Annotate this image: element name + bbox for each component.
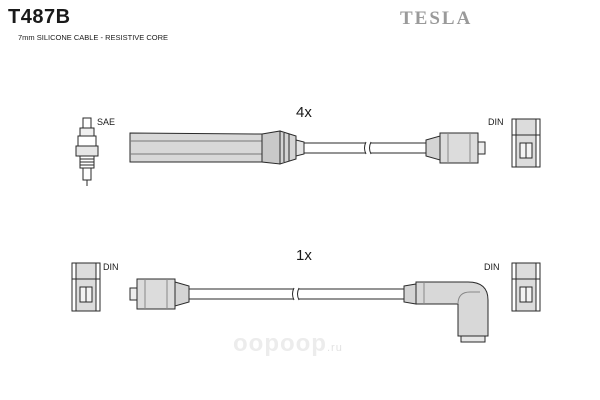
- terminal-label: DIN: [484, 262, 500, 272]
- watermark-name: oopoop: [233, 330, 327, 357]
- din-straight-boot: [129, 278, 190, 310]
- watermark-tld: .ru: [326, 342, 343, 354]
- terminal-label: DIN: [103, 262, 119, 272]
- cable: [304, 141, 426, 155]
- cable-spec: 7mm SILICONE CABLE - RESISTIVE CORE: [18, 33, 169, 42]
- din-terminal-icon: [511, 118, 541, 168]
- lead-quantity: 1x: [296, 247, 312, 264]
- din-coil-boot: [425, 132, 486, 164]
- terminal-label: DIN: [488, 117, 504, 127]
- din-terminal-icon: [71, 262, 101, 312]
- part-number: T487B: [8, 6, 71, 28]
- spark-plug-icon: [75, 117, 99, 186]
- lead-quantity: 4x: [296, 104, 312, 121]
- cable: [189, 287, 404, 301]
- sae-plug-boot: [129, 130, 305, 165]
- brand-logo: TESLA: [400, 8, 473, 29]
- terminal-label: SAE: [97, 117, 116, 127]
- din-angled-boot: [403, 281, 489, 343]
- watermark: oopoop.ru: [233, 330, 343, 358]
- din-terminal-icon: [511, 262, 541, 312]
